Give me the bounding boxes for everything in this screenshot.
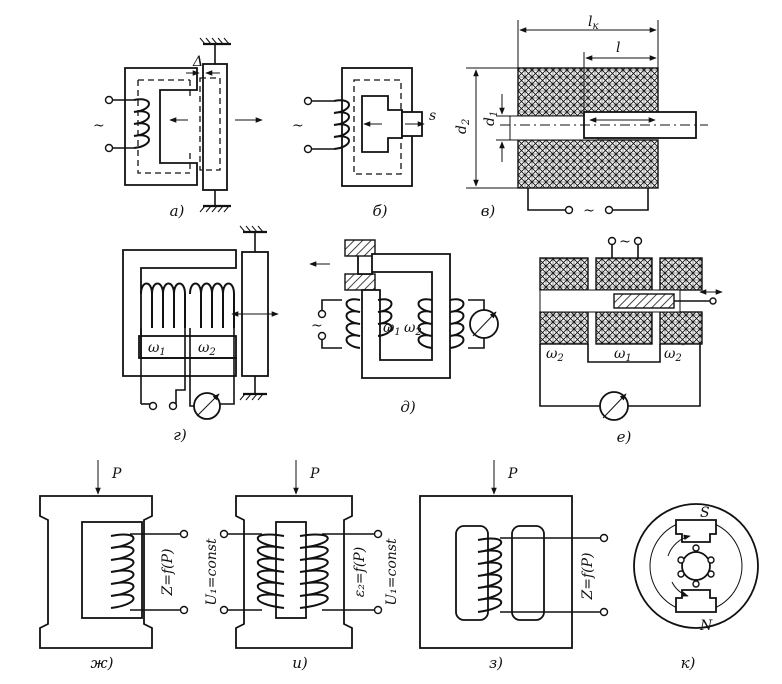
displacement-label: s	[429, 108, 436, 124]
caption-z: з)	[489, 654, 503, 672]
force-label: P	[309, 466, 320, 482]
terminal-icon	[564, 205, 574, 215]
terminal-icon	[303, 96, 313, 106]
outer-diameter-label: d2	[454, 119, 472, 134]
gap-label: Δ	[192, 54, 203, 70]
north-pole-label: N	[699, 618, 713, 634]
caption-g: г)	[173, 426, 187, 444]
caption-k: к)	[681, 654, 696, 672]
panel-k: S N к)	[633, 503, 759, 672]
winding2-label: ω2	[198, 340, 216, 358]
output-label: ε₂=f(P)	[352, 547, 368, 597]
source-symbol: ~	[93, 118, 105, 134]
terminal-icon	[599, 533, 609, 543]
caption-e: е)	[617, 428, 632, 446]
caption-a: а)	[170, 202, 185, 220]
panel-g: ω1 ω2 г)	[122, 225, 279, 444]
terminal-icon	[104, 143, 114, 153]
terminal-icon	[148, 401, 158, 411]
caption-v: в)	[481, 202, 496, 220]
panel-z: U₁=const P Z=f(P) з)	[384, 460, 609, 672]
terminal-icon	[373, 529, 383, 539]
terminal-icon	[168, 401, 178, 411]
terminal-icon	[303, 144, 313, 154]
output-label: Z=f(P)	[580, 553, 596, 601]
panel-d: ~ ω1 ω2 д)	[309, 239, 499, 416]
source-symbol: ~	[311, 318, 323, 334]
output-label: Z=f(P)	[160, 549, 176, 597]
source-symbol: ~	[292, 118, 304, 134]
terminal-icon	[709, 297, 717, 305]
terminal-icon	[317, 309, 327, 319]
coil-length-label: lк	[588, 14, 598, 32]
force-label: P	[507, 466, 518, 482]
winding-mid-label: ω1	[614, 346, 632, 364]
panel-e: ~ ω2′ ω1 ω2″ е)	[539, 234, 723, 446]
caption-d: д)	[400, 398, 416, 416]
panel-zh: P Z=f(P) ж)	[39, 460, 189, 672]
winding-right-label: ω2″	[664, 343, 686, 364]
winding1-label: ω1	[148, 340, 166, 358]
terminal-icon	[604, 205, 614, 215]
terminal-icon	[607, 236, 617, 246]
source-symbol: ~	[583, 203, 595, 219]
winding-left-label: ω2′	[546, 343, 567, 364]
insertion-length-label: l	[616, 40, 620, 56]
panel-i: P U₁=const ε₂=f(P) и)	[204, 460, 383, 672]
terminal-icon	[317, 331, 327, 341]
input-label: U₁=const	[204, 538, 220, 606]
terminal-icon	[373, 605, 383, 615]
supply-label: U₁=const	[384, 538, 400, 606]
terminal-icon	[599, 607, 609, 617]
winding2-label: ω2	[404, 320, 422, 338]
caption-zh: ж)	[91, 654, 114, 672]
caption-b: б)	[372, 202, 387, 220]
inner-diameter-label: d1	[482, 111, 500, 126]
source-symbol: ~	[619, 234, 631, 250]
panel-a: ~ Δ а)	[93, 37, 263, 220]
terminal-icon	[179, 605, 189, 615]
terminal-icon	[633, 236, 643, 246]
south-pole-label: S	[700, 505, 710, 521]
panel-v: lк l d2 d1 ~ в)	[454, 14, 708, 220]
terminal-icon	[179, 529, 189, 539]
force-label: P	[111, 466, 122, 482]
terminal-icon	[219, 605, 229, 615]
winding1-label: ω1	[383, 320, 401, 338]
caption-i: и)	[292, 654, 308, 672]
panel-b: ~ s б)	[292, 67, 436, 220]
terminal-icon	[219, 529, 229, 539]
terminal-icon	[104, 95, 114, 105]
